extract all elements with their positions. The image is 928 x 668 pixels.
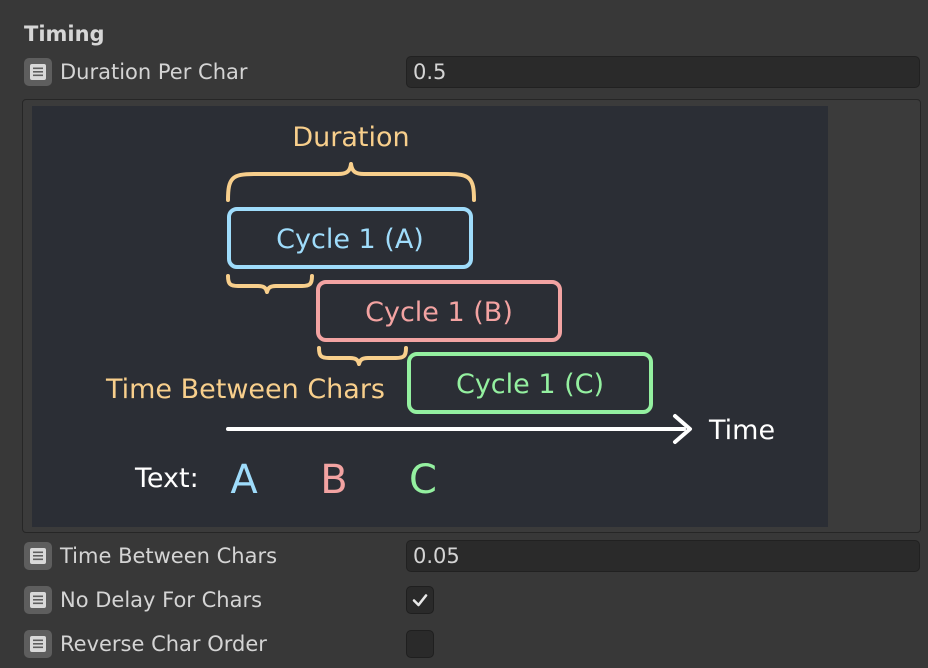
cycle-a-label: Cycle 1 (A) [276, 224, 424, 255]
cycle-c-box [407, 352, 653, 414]
char-c: C [409, 457, 437, 503]
time-between-chars-label: Time Between Chars [60, 544, 278, 568]
time-axis-arrowhead [673, 414, 692, 444]
time-between-brace-2 [317, 346, 408, 366]
no-delay-for-chars-row: No Delay For Chars [24, 584, 920, 616]
no-delay-for-chars-label: No Delay For Chars [60, 588, 263, 612]
time-between-chars-field[interactable]: 0.05 [406, 540, 920, 572]
document-icon[interactable] [24, 586, 52, 614]
cycle-b-box [316, 280, 562, 342]
section-title-timing: Timing [24, 22, 105, 46]
char-a: A [230, 457, 258, 503]
time-axis-label: Time [708, 415, 775, 446]
duration-per-char-row: Duration Per Char 0.5 [24, 56, 920, 88]
document-icon[interactable] [24, 542, 52, 570]
diagram-background [32, 106, 828, 527]
time-between-brace-1 [226, 274, 314, 294]
reverse-char-order-row: Reverse Char Order [24, 628, 920, 660]
time-between-caption: Time Between Chars [105, 374, 385, 405]
reverse-char-order-label: Reverse Char Order [60, 632, 267, 656]
duration-brace [226, 162, 476, 202]
timing-diagram: Duration Cycle 1 (A) Cycle 1 (B) Time Be… [32, 106, 828, 527]
time-between-chars-row: Time Between Chars 0.05 [24, 540, 920, 572]
reverse-char-order-checkbox[interactable] [406, 630, 434, 658]
duration-per-char-label: Duration Per Char [60, 60, 248, 84]
no-delay-for-chars-checkbox[interactable] [406, 586, 434, 614]
cycle-c-label: Cycle 1 (C) [456, 369, 604, 400]
text-row-label: Text: [134, 463, 199, 494]
document-icon[interactable] [24, 630, 52, 658]
duration-caption: Duration [292, 122, 409, 153]
cycle-b-label: Cycle 1 (B) [365, 297, 513, 328]
checkmark-icon [412, 594, 428, 607]
timing-preview-panel: Duration Cycle 1 (A) Cycle 1 (B) Time Be… [22, 99, 921, 533]
cycle-a-box [227, 207, 473, 269]
duration-per-char-field[interactable]: 0.5 [406, 56, 920, 88]
document-icon[interactable] [24, 58, 52, 86]
char-b: B [320, 457, 347, 503]
